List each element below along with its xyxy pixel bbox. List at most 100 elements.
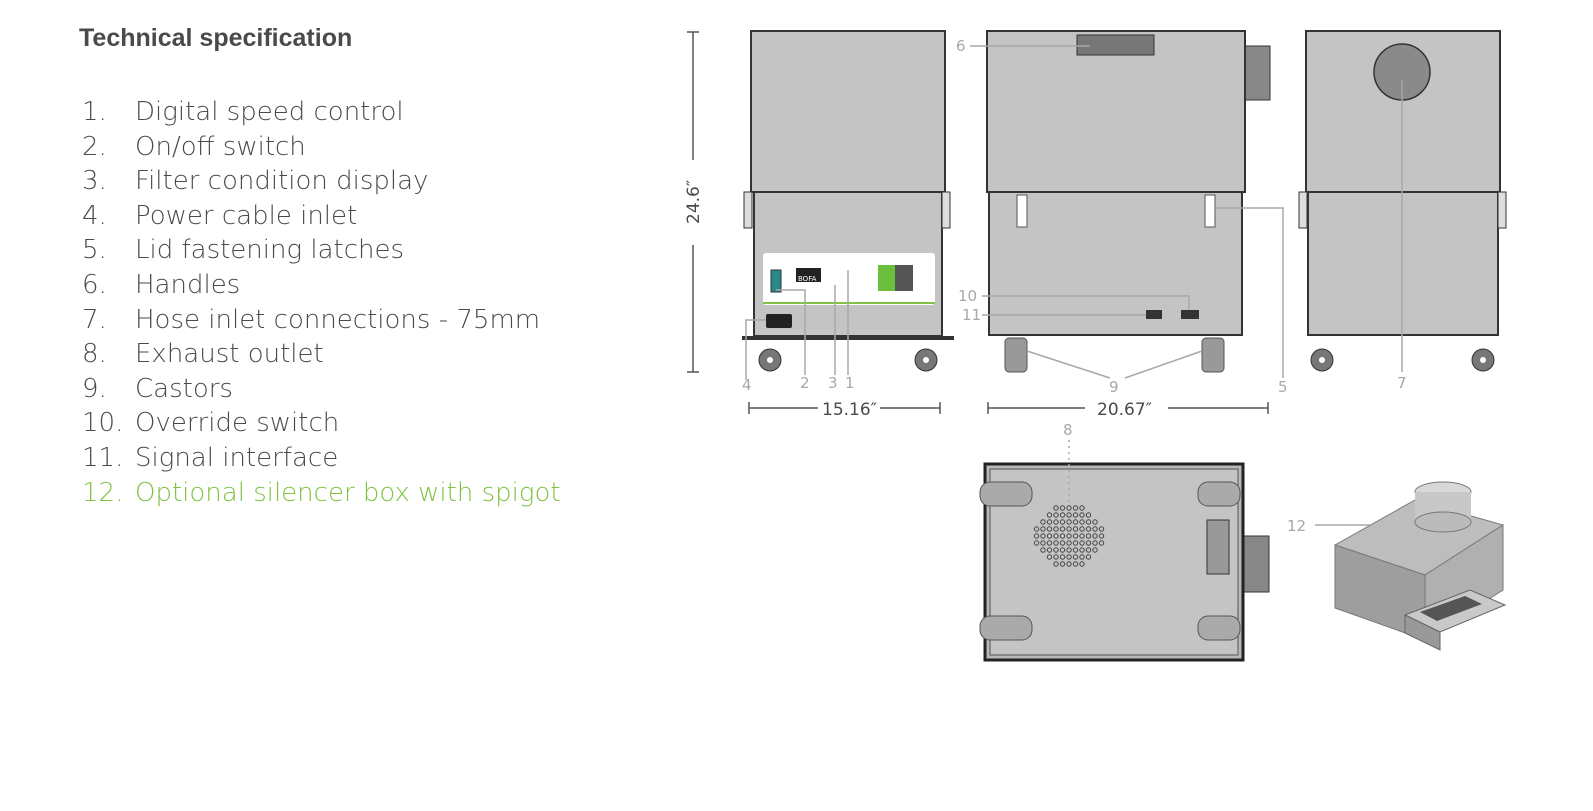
exhaust-vent-hole (1046, 554, 1053, 560)
exhaust-vent-hole (1053, 547, 1059, 553)
spec-item-number: 6. (82, 269, 107, 300)
exhaust-vent-hole (1040, 540, 1046, 546)
exhaust-vent-hole (1059, 533, 1066, 539)
exhaust-vent-hole (1079, 505, 1085, 511)
exhaust-vent-hole (1072, 512, 1079, 518)
exhaust-vent-hole (1092, 533, 1098, 539)
exhaust-vent-hole (1066, 554, 1072, 560)
callout-1: 1 (845, 374, 855, 392)
exhaust-vent-hole (1046, 540, 1053, 546)
callout-3: 3 (828, 374, 838, 392)
callout-8: 8 (1063, 421, 1073, 439)
exhaust-vent-hole (1079, 512, 1085, 518)
exhaust-vent-hole (1033, 526, 1040, 532)
exhaust-vent-hole (1059, 512, 1066, 518)
spec-item: 10.Override switch (82, 406, 561, 441)
spec-item: 2.On/off switch (82, 130, 561, 165)
bottom-view: 8 (979, 421, 1270, 662)
exhaust-vent-hole (1033, 540, 1040, 546)
spec-item-number: 11. (82, 442, 124, 473)
exhaust-vent-hole (1079, 526, 1085, 532)
exhaust-vent-hole (1066, 561, 1072, 567)
exhaust-vent-hole (1059, 505, 1066, 511)
exhaust-vent-hole (1053, 561, 1059, 567)
callout-10: 10 (958, 287, 977, 305)
exhaust-vent-hole (1072, 547, 1079, 553)
exhaust-vent-hole (1059, 554, 1066, 560)
exhaust-vent-hole (1059, 540, 1066, 546)
exhaust-vent-hole (1079, 519, 1085, 525)
exhaust-vent-hole (1053, 505, 1059, 511)
exhaust-vent-hole (1092, 540, 1098, 546)
exhaust-vent-hole (1053, 519, 1059, 525)
spec-item-text: Lid fastening latches (135, 235, 405, 266)
exhaust-vent-hole (1072, 505, 1079, 511)
page-title: Technical specification (79, 24, 353, 52)
spec-item-text: Power cable inlet (135, 200, 358, 231)
spec-item-number: 1. (82, 97, 107, 127)
exhaust-vent-hole (1040, 547, 1046, 553)
spec-item-text: Override switch (135, 408, 340, 439)
exhaust-vent-hole (1072, 519, 1079, 525)
spec-item-text: Filter condition display (135, 166, 429, 197)
spec-item: 11. Signal interface (82, 441, 561, 476)
spec-item-number: 12. (82, 477, 124, 508)
spec-item: 12.Optional silencer box with spigot (82, 476, 561, 511)
exhaust-vent-hole (1085, 540, 1092, 546)
height-dimension: 24.6″ (684, 31, 704, 373)
exhaust-vent-hole (1079, 547, 1085, 553)
spec-item-text: Handles (135, 269, 241, 300)
exhaust-vent-hole (1085, 512, 1092, 518)
exhaust-vent-hole (1040, 526, 1046, 532)
front-view: BOFA 4 2 3 1 15.16″ (742, 30, 954, 420)
exhaust-vent-hole (1072, 561, 1079, 567)
callout-4: 4 (742, 376, 752, 394)
exhaust-vent-hole (1066, 512, 1072, 518)
bofa-logo: BOFA (798, 275, 817, 283)
spec-item-number: 7. (82, 304, 107, 335)
spec-item: 8.Exhaust outlet (82, 337, 561, 372)
exhaust-vent-hole (1059, 526, 1066, 532)
exhaust-vent-hole (1053, 526, 1059, 532)
side-view: 6 10 11 9 5 20.67″ (956, 30, 1288, 420)
exhaust-vent-hole (1072, 554, 1079, 560)
exhaust-vent-hole (1066, 547, 1072, 553)
spec-item-number: 5. (82, 235, 107, 266)
spec-item: 3.Filter condition display (82, 164, 561, 199)
exhaust-vent-hole (1085, 554, 1092, 560)
callout-5: 5 (1278, 378, 1288, 396)
exhaust-vent-hole (1046, 519, 1053, 525)
callout-7: 7 (1397, 374, 1407, 392)
exhaust-vent-hole (1059, 519, 1066, 525)
exhaust-vent-hole (1059, 561, 1066, 567)
exhaust-vent-hole (1072, 540, 1079, 546)
exhaust-vent-hole (1066, 519, 1072, 525)
width-front-label: 15.16″ (822, 400, 877, 420)
exhaust-vent-hole (1092, 526, 1098, 532)
spec-item: 7.Hose inlet connections - 75mm (82, 303, 561, 338)
spec-item-text: Signal interface (135, 442, 339, 473)
spec-item-text: Castors (135, 373, 233, 404)
exhaust-vent-hole (1072, 526, 1079, 532)
exhaust-vent-hole (1053, 540, 1059, 546)
exhaust-vent-hole (1066, 533, 1072, 539)
exhaust-vent-hole (1079, 540, 1085, 546)
exhaust-vent-hole (1079, 554, 1085, 560)
spec-item-number: 9. (82, 373, 107, 404)
spec-item-text: On/off switch (135, 131, 306, 162)
height-label: 24.6″ (684, 180, 704, 224)
silencer-box: 12 (1287, 481, 1507, 651)
callout-2: 2 (800, 374, 810, 392)
exhaust-vent-hole (1033, 533, 1040, 539)
spec-item-number: 8. (82, 339, 107, 370)
exhaust-vent-hole (1053, 512, 1059, 518)
exhaust-vent-hole (1053, 554, 1059, 560)
spec-item: 9. Castors (82, 372, 561, 407)
spec-item: 5. Lid fastening latches (82, 233, 561, 268)
exhaust-vent-hole (1098, 533, 1105, 539)
exhaust-vent-hole (1079, 533, 1085, 539)
spec-item: 6. Handles (82, 268, 561, 303)
width-side-label: 20.67″ (1097, 400, 1152, 420)
exhaust-vent-hole (1098, 526, 1105, 532)
